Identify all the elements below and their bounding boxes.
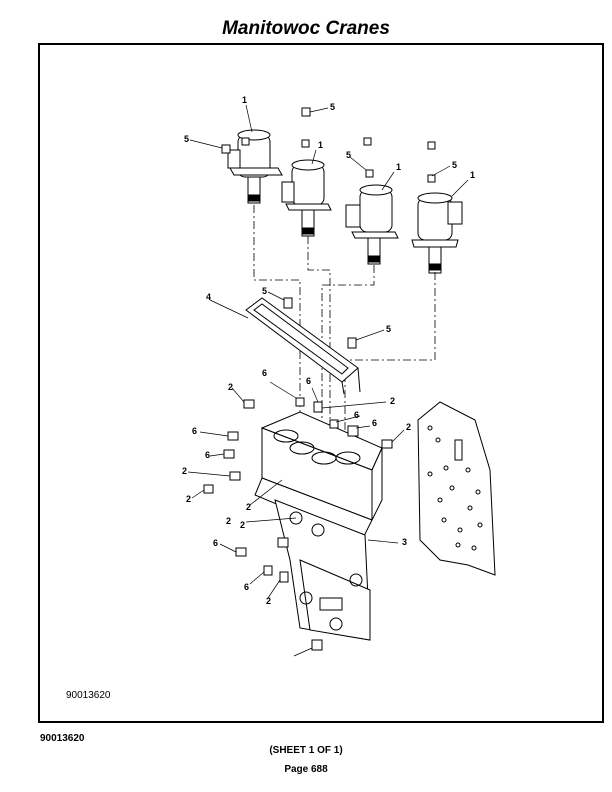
mounting-screw	[365, 169, 374, 178]
callout-6: 6	[213, 538, 218, 548]
callout-2: 2	[186, 494, 191, 504]
callout-6: 6	[354, 410, 359, 420]
callout-2: 2	[182, 466, 187, 476]
plug	[227, 431, 239, 441]
solenoid-valve	[281, 159, 332, 237]
plug	[277, 537, 289, 548]
callout-5: 5	[262, 286, 267, 296]
plug	[329, 419, 339, 429]
plug	[313, 401, 323, 413]
callout-1: 1	[470, 170, 475, 180]
separator-plate	[417, 401, 496, 576]
plug	[235, 547, 247, 557]
callout-2: 2	[390, 396, 395, 406]
page-title: Manitowoc Cranes	[222, 18, 390, 39]
callout-2: 2	[228, 382, 233, 392]
plug	[347, 425, 359, 437]
callout-1: 1	[242, 95, 247, 105]
drawing-number-label: 90013620	[66, 690, 111, 701]
mounting-screw	[221, 144, 231, 154]
callout-2: 2	[240, 520, 245, 530]
solenoid-valve	[227, 129, 283, 204]
callout-5: 5	[330, 102, 335, 112]
callout-6: 6	[372, 418, 377, 428]
plug	[229, 471, 241, 481]
gasket	[245, 297, 361, 395]
plug	[223, 449, 235, 459]
callout-2: 2	[406, 422, 411, 432]
mounting-screw	[427, 174, 436, 183]
figure-number: 90013620	[40, 733, 85, 744]
sheet-indicator: (SHEET 1 OF 1)	[269, 745, 343, 756]
mounting-screw	[427, 141, 436, 150]
plug	[263, 565, 273, 576]
valve-body	[254, 411, 383, 641]
mounting-screw	[301, 107, 311, 117]
callout-1: 1	[396, 162, 401, 172]
page-number: Page 688	[284, 764, 328, 775]
callout-4: 4	[206, 292, 211, 302]
mounting-screw	[347, 337, 357, 349]
plug	[243, 399, 255, 409]
drawing-frame	[38, 43, 604, 723]
callout-5: 5	[386, 324, 391, 334]
callout-6: 6	[205, 450, 210, 460]
callout-6: 6	[262, 368, 267, 378]
plug	[295, 397, 305, 407]
solenoid-valve	[411, 192, 463, 274]
plug	[311, 639, 323, 651]
plug	[279, 571, 289, 583]
plug	[203, 484, 214, 494]
mounting-screw	[301, 139, 310, 148]
callout-6: 6	[192, 426, 197, 436]
callout-2: 2	[246, 502, 251, 512]
solenoid-valve	[345, 184, 399, 265]
plug	[381, 439, 393, 449]
mounting-screw	[241, 137, 250, 146]
callout-2: 2	[226, 516, 231, 526]
callout-5: 5	[452, 160, 457, 170]
callout-1: 1	[318, 140, 323, 150]
callout-5: 5	[346, 150, 351, 160]
mounting-screw	[363, 137, 372, 146]
callout-6: 6	[244, 582, 249, 592]
callout-6: 6	[306, 376, 311, 386]
mounting-screw	[283, 297, 293, 309]
callout-5: 5	[184, 134, 189, 144]
callout-2: 2	[266, 596, 271, 606]
callout-3: 3	[402, 537, 407, 547]
